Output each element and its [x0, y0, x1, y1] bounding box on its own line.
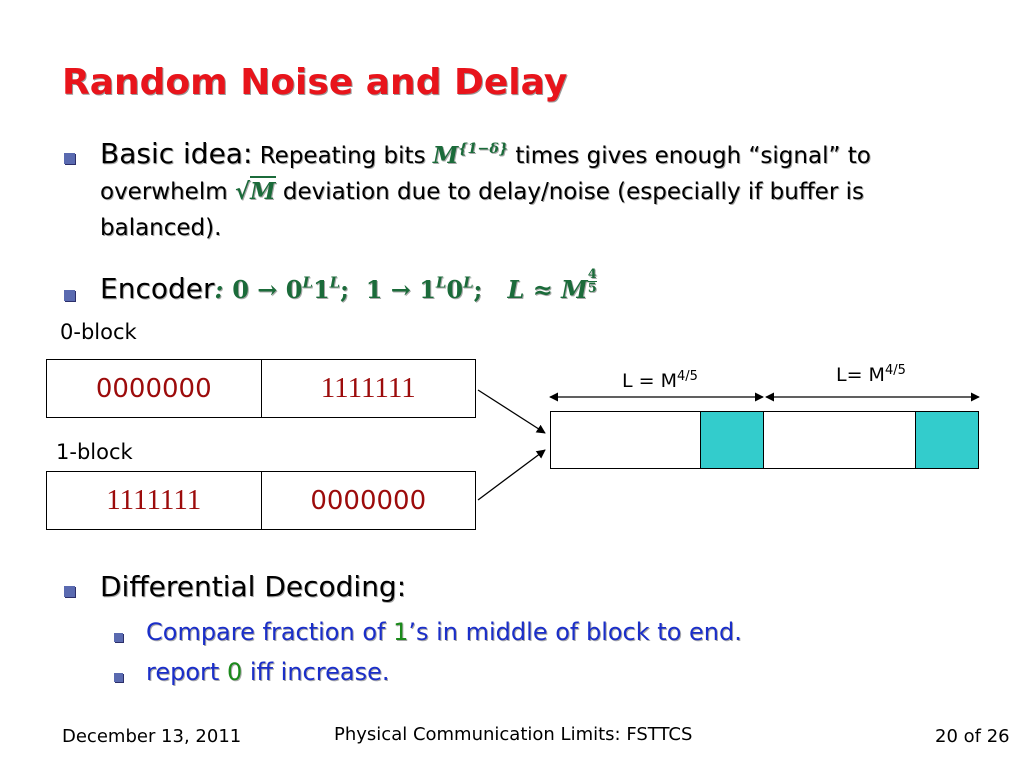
page-total: of 26	[963, 726, 1010, 747]
bullet-decoding: Differential Decoding:	[100, 570, 407, 603]
math-sqrt-m: √M	[235, 176, 276, 205]
bullet-marker	[64, 586, 75, 597]
segment-label-1-sup: 4/5	[676, 368, 698, 384]
math-exponent: {1−δ}	[458, 141, 509, 158]
encoder-exp-l: L	[329, 273, 341, 292]
math-m-power: M{1−δ}	[433, 142, 508, 169]
encoder-exp-l: L	[302, 273, 313, 292]
footer-title: Physical Communication Limits: FSTTCS	[334, 724, 693, 745]
basic-idea-text-1: Repeating bits	[259, 143, 426, 169]
page-current: 20	[935, 726, 958, 747]
zero-block-cell-zeros: 0000000	[95, 373, 212, 404]
basic-idea-lead: Basic idea:	[100, 137, 253, 170]
sub-bullet-marker	[114, 633, 123, 642]
encoder-approx: L ≈ M	[507, 274, 588, 304]
decoding-item-text: iff increase.	[242, 658, 390, 686]
footer-page-number: 20 of 26	[935, 726, 1010, 747]
one-block: 1111111 0000000	[46, 471, 476, 530]
frac-denominator: 5	[587, 281, 597, 296]
encoder-zero-map: 0 → 0	[232, 274, 303, 304]
decoding-item-report: report 0 iff increase.	[146, 658, 389, 686]
one-block-label: 1-block	[56, 440, 133, 464]
arrow-one-block-to-bar	[477, 449, 546, 501]
segment-label-1: L = M4/5	[622, 370, 698, 392]
encoder-colon: :	[214, 274, 224, 304]
encoder-one-map: 1 → 1	[365, 274, 436, 304]
decoding-item-text: report	[146, 658, 227, 686]
encoder-zero: 0	[446, 274, 464, 304]
math-sqrt-arg: M	[250, 176, 276, 205]
segment-label-2: L= M4/5	[836, 364, 906, 386]
zero-block-label: 0-block	[60, 320, 137, 344]
encoder-sep: ;	[340, 274, 349, 304]
math-m: M	[432, 142, 459, 169]
bullet-marker	[64, 153, 75, 164]
sub-bullet-marker	[114, 673, 123, 682]
bullet-marker	[64, 290, 75, 301]
segment-label-1-text: L = M	[622, 370, 677, 392]
encoder-sep: ;	[473, 274, 483, 304]
teal-marker	[915, 411, 979, 469]
sqrt-icon: √	[234, 178, 251, 205]
decoding-item-digit: 1	[393, 618, 409, 646]
frac-numerator: 4	[587, 267, 597, 282]
basic-idea-text-4: deviation due to delay/noise (especially…	[100, 179, 864, 241]
one-block-cell-ones: 1111111	[106, 484, 202, 516]
segment-label-2-text: L= M	[836, 364, 885, 386]
encoder-exp-l: L	[435, 273, 447, 292]
zero-block-cell-ones: 1111111	[260, 360, 476, 417]
arrow-zero-block-to-bar	[477, 389, 546, 434]
encoder-exp-l: L	[463, 273, 474, 292]
bullet-basic-idea: Basic idea: Repeating bits M{1−δ} times …	[100, 136, 930, 246]
decoding-item-compare: Compare fraction of 1’s in middle of blo…	[146, 618, 742, 646]
timeline-bar	[550, 411, 979, 469]
basic-idea-text-3: “signal” to overwhelm	[100, 143, 871, 205]
encoder-one: 1	[312, 274, 330, 304]
encoder-lead: Encoder	[100, 271, 215, 305]
decoding-item-text: Compare fraction of	[146, 618, 394, 646]
decoding-item-text: ’s in middle of block to end.	[408, 618, 742, 646]
zero-block: 0000000 1111111	[46, 359, 476, 418]
basic-idea-text-2: times gives enough	[515, 143, 742, 169]
slide-title: Random Noise and Delay	[62, 62, 568, 103]
teal-marker	[700, 411, 764, 469]
decoding-item-digit: 0	[226, 658, 243, 686]
one-block-cell-zeros: 0000000	[260, 472, 476, 529]
footer-date: December 13, 2011	[62, 726, 242, 747]
segment-label-2-sup: 4/5	[884, 362, 906, 378]
